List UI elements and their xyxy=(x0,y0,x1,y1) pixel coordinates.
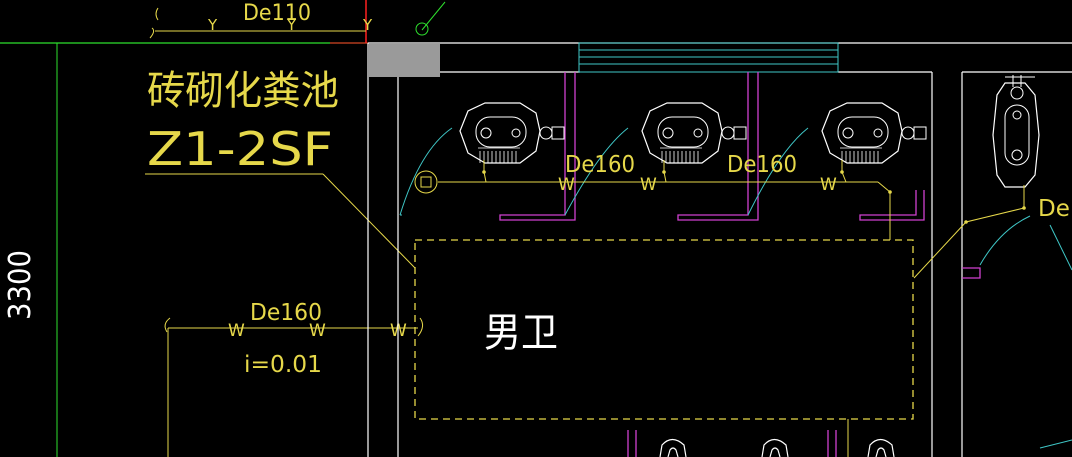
pipe-size-label-fixture-2: De160 xyxy=(727,152,797,178)
pipe-size-label-top: De110 xyxy=(243,1,311,26)
stall-partitions xyxy=(499,72,981,457)
label-leader xyxy=(322,173,416,269)
structural-column xyxy=(369,44,440,77)
cleanout-plug xyxy=(420,176,432,188)
squat-toilet[interactable] xyxy=(459,102,565,164)
squat-toilet[interactable] xyxy=(821,102,927,164)
pipe-size-label-right: De xyxy=(1038,196,1070,222)
septic-tank-name: 砖砌化粪池 xyxy=(147,68,339,114)
drain-pipe-fixtures[interactable]: W W W De160 De160 xyxy=(414,152,892,240)
window xyxy=(578,42,839,73)
rain-pipe-top[interactable]: Y Y Y De110 xyxy=(149,1,373,39)
slope-label: i=0.01 xyxy=(244,352,322,378)
pipe-marker-w: W xyxy=(558,175,575,195)
pipe-marker-y: Y xyxy=(286,16,297,34)
door-swings xyxy=(399,127,1072,449)
septic-tank-annotation[interactable]: 砖砌化粪池 Z1-2SF xyxy=(145,68,416,269)
bottom-fixtures xyxy=(659,438,895,457)
pipe-marker-y: Y xyxy=(362,16,373,34)
grid-bubble xyxy=(415,22,429,36)
leader-line-green xyxy=(421,1,446,31)
cleanout-icon xyxy=(414,170,438,194)
grid-lines xyxy=(0,0,446,457)
drain-pipe-main[interactable]: W W W De160 i=0.01 xyxy=(164,300,424,457)
squat-toilet[interactable] xyxy=(641,102,747,164)
pipe-size-label-fixture-1: De160 xyxy=(565,152,635,178)
pipe-marker-y: Y xyxy=(207,16,218,34)
septic-tank-code: Z1-2SF xyxy=(147,122,333,176)
squat-toilet-vertical[interactable] xyxy=(992,75,1040,188)
drain-pipe-right[interactable]: De xyxy=(913,185,1070,279)
pipe-marker-w: W xyxy=(309,321,326,341)
pipe-size-label-main: De160 xyxy=(250,300,322,326)
walls xyxy=(367,42,1072,457)
pipe-marker-w: W xyxy=(820,175,837,195)
septic-tank-outline[interactable] xyxy=(414,239,914,420)
dimension-text: 3300 xyxy=(3,250,38,320)
pipe-marker-w: W xyxy=(640,175,657,195)
room-name: 男卫 xyxy=(484,310,558,356)
pipe-marker-w: W xyxy=(228,321,245,341)
